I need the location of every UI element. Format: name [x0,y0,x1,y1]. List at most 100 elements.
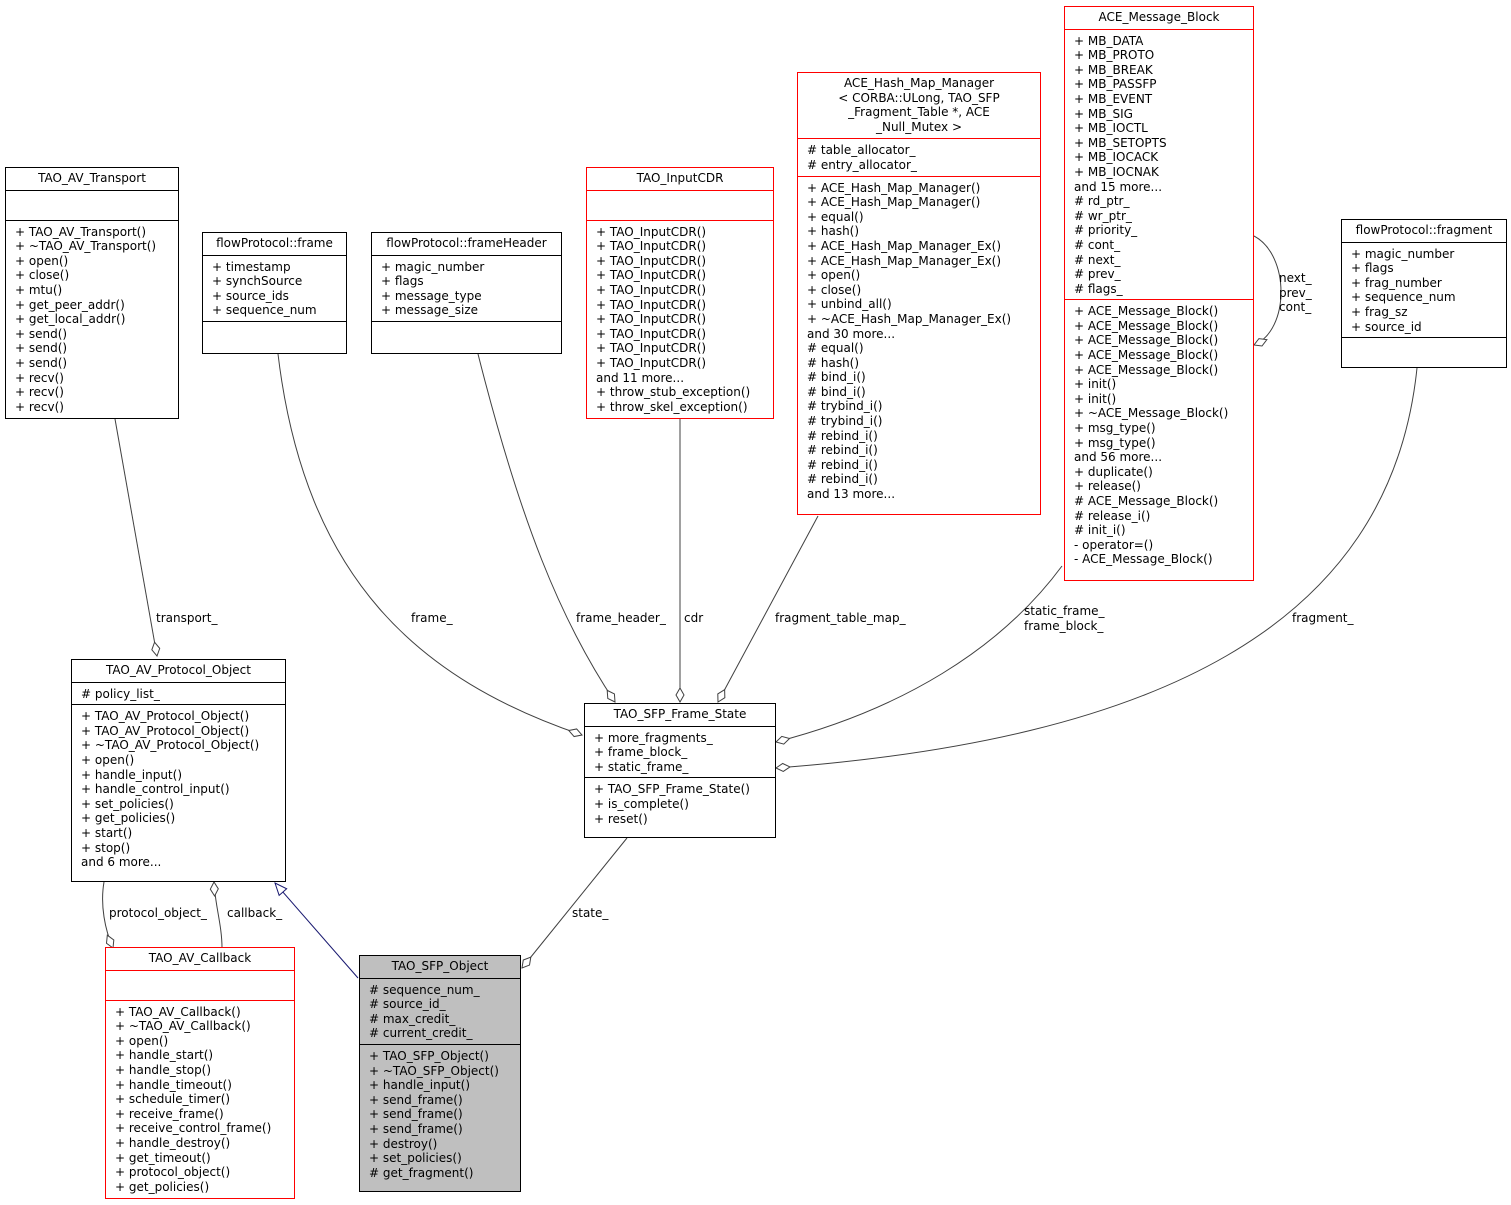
method-item: + send() [15,355,68,370]
class-ace-message-block[interactable]: ACE_Message_Block+ MB_DATA+ MB_PROTO+ MB… [1064,6,1254,581]
method-item: + close() [807,282,862,297]
edge-callback [209,880,223,949]
class-tao-av-callback[interactable]: TAO_AV_Callback+ TAO_AV_Callback()+ ~TAO… [105,947,295,1199]
class-title: TAO_SFP_Object [391,959,489,973]
method-item: and 6 more... [81,855,162,870]
method-item: # equal() [807,341,864,356]
method-item: + init() [1074,377,1117,392]
attribute-item: + magic_number [1351,246,1455,261]
class-flowprotocol-frame[interactable]: flowProtocol::frame+ timestamp+ synchSou… [202,232,347,354]
method-item: + send_frame() [369,1121,463,1136]
edge-label-cdr: cdr [684,611,704,625]
attribute-item: + MB_IOCACK [1074,150,1159,165]
method-item: and 13 more... [807,487,896,502]
attribute-item: + timestamp [212,259,291,274]
attribute-item: # rd_ptr_ [1074,194,1130,209]
method-item: + TAO_InputCDR() [596,326,707,341]
method-item: + send() [15,326,68,341]
method-item: + ACE_Message_Block() [1074,318,1219,333]
methods-section: + TAO_AV_Callback()+ ~TAO_AV_Callback()+… [106,999,294,1198]
method-item: + throw_skel_exception() [596,399,748,414]
class-flowprotocol-fragment[interactable]: flowProtocol::fragment+ magic_number+ fl… [1341,219,1507,368]
attribute-item: + flags [1351,261,1394,276]
method-item: + recv() [15,385,64,400]
method-item: + TAO_InputCDR() [596,282,707,297]
edge-label-frame: frame_ [411,611,453,625]
edge-inheritance [275,883,359,979]
class-title: TAO_AV_Protocol_Object [106,663,251,677]
attribute-item: # entry_allocator_ [807,157,917,172]
method-item: + handle_input() [369,1078,470,1093]
class-tao-inputcdr[interactable]: TAO_InputCDR+ TAO_InputCDR()+ TAO_InputC… [586,167,774,419]
class-ace-hash-map-manager[interactable]: ACE_Hash_Map_Manager < CORBA::ULong, TAO… [797,72,1041,515]
method-item: + get_policies() [115,1179,210,1194]
attribute-item: + synchSource [212,274,303,289]
method-item: + init() [1074,391,1117,406]
methods-section [372,320,561,353]
attribute-item: + MB_IOCNAK [1074,164,1159,179]
method-item: + TAO_AV_Protocol_Object() [81,709,250,724]
edge-label-fragment: fragment_ [1292,611,1354,625]
method-item: + open() [15,253,69,268]
class-tao-av-protocol-object[interactable]: TAO_AV_Protocol_Object# policy_list_+ TA… [71,659,286,882]
method-item: - ACE_Message_Block() [1074,552,1213,567]
edge-label-protocol-object: protocol_object_ [109,906,207,920]
attribute-item: + more_fragments_ [594,730,713,745]
method-item: + release() [1074,479,1141,494]
method-item: # release_i() [1074,508,1151,523]
method-item: + open() [81,752,135,767]
method-item: + ACE_Message_Block() [1074,348,1219,363]
edge-label-frame-header: frame_header_ [576,611,666,625]
attribute-item: + flags [381,274,424,289]
attribute-item: + message_type [381,288,482,303]
attributes-section: + timestamp+ synchSource+ source_ids+ se… [203,254,346,321]
attribute-item: + MB_DATA [1074,33,1144,48]
edge-frame [277,353,583,738]
methods-section: + TAO_AV_Transport()+ ~TAO_AV_Transport(… [6,219,178,418]
attribute-item: + static_frame_ [594,759,689,774]
method-item: + handle_input() [81,767,182,782]
methods-section: + TAO_SFP_Frame_State()+ is_complete()+ … [585,777,775,837]
attributes-section [6,189,178,220]
attribute-item: + MB_SETOPTS [1074,135,1167,150]
method-item: + receive_control_frame() [115,1121,272,1136]
attribute-item: # prev_ [1074,267,1121,282]
class-tao-sfp-object[interactable]: TAO_SFP_Object# sequence_num_# source_id… [359,955,521,1192]
method-item: - operator=() [1074,537,1154,552]
attribute-item: # cont_ [1074,237,1121,252]
attribute-item: + MB_PROTO [1074,48,1155,63]
class-title: TAO_SFP_Frame_State [613,707,747,721]
method-item: + destroy() [369,1136,438,1151]
method-item: + TAO_AV_Transport() [15,224,147,239]
method-item: + duplicate() [1074,464,1153,479]
method-item: + unbind_all() [807,297,892,312]
attribute-item: # priority_ [1074,223,1138,238]
method-item: # trybind_i() [807,399,883,414]
class-flowprotocol-frameheader[interactable]: flowProtocol::frameHeader+ magic_number+… [371,232,562,354]
attribute-item: and 15 more... [1074,179,1163,194]
method-item: # hash() [807,355,860,370]
class-tao-sfp-frame-state[interactable]: TAO_SFP_Frame_State+ more_fragments_+ fr… [584,703,776,838]
attribute-item: + MB_SIG [1074,106,1133,121]
attribute-item: # flags_ [1074,281,1123,296]
attribute-item: # wr_ptr_ [1074,208,1132,223]
class-tao-av-transport[interactable]: TAO_AV_Transport+ TAO_AV_Transport()+ ~T… [5,167,179,419]
attribute-item: + MB_EVENT [1074,91,1153,106]
class-title: flowProtocol::frame [216,236,333,250]
attribute-item: + magic_number [381,259,485,274]
edge-transport [114,418,161,657]
attributes-section: # table_allocator_# entry_allocator_ [798,138,1040,175]
method-item: + set_policies() [81,796,174,811]
method-item: # rebind_i() [807,443,878,458]
method-item: + TAO_InputCDR() [596,253,707,268]
method-item: + get_timeout() [115,1150,211,1165]
method-item: + open() [807,268,861,283]
method-item: + ~TAO_AV_Protocol_Object() [81,738,260,753]
method-item: + msg_type() [1074,421,1156,436]
method-item: + is_complete() [594,796,689,811]
edge-fragment-table-map [717,515,819,703]
edge-label-callback: callback_ [227,906,283,920]
attribute-item: + MB_PASSFP [1074,77,1157,92]
attributes-section: + magic_number+ flags+ frag_number+ sequ… [1342,241,1506,338]
method-item: # ACE_Message_Block() [1074,494,1219,508]
